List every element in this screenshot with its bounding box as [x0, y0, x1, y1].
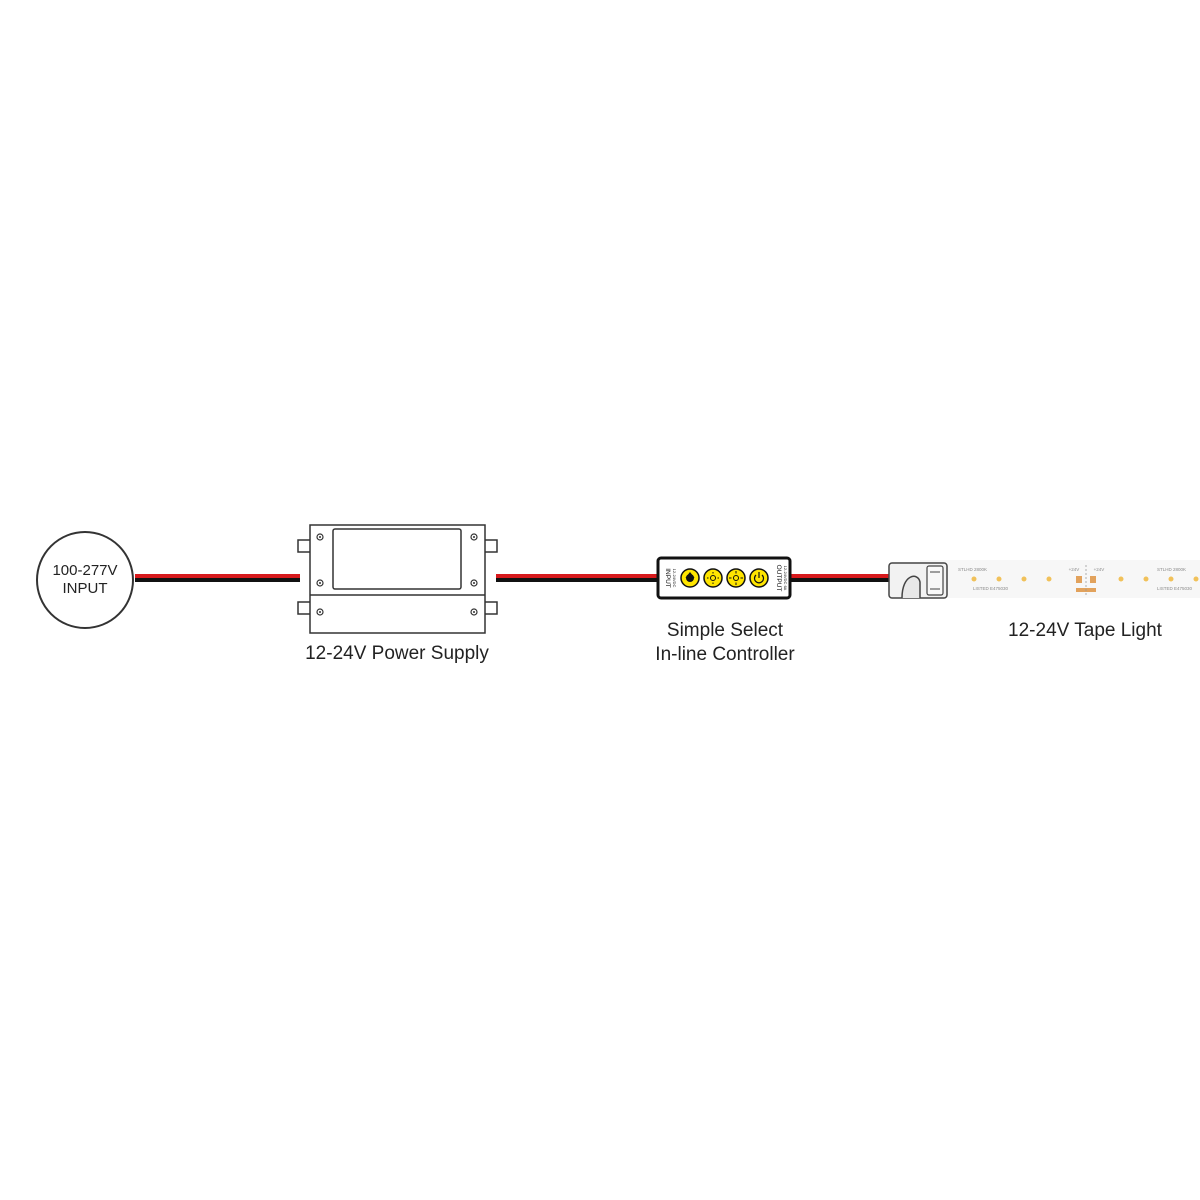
power-icon [753, 572, 765, 584]
tape-cut-label-right: +24V [1094, 567, 1105, 572]
controller-label-line2: In-line Controller [655, 644, 795, 665]
tape-print-bottom-2: LISTED E475030 [1157, 586, 1193, 591]
controller-label-line1: Simple Select [666, 620, 784, 641]
input-voltage-text: 100-277V [52, 562, 118, 579]
power-supply [297, 524, 498, 634]
input-voltage-label: 100-277V INPUT [42, 562, 128, 598]
power-button[interactable] [749, 568, 769, 588]
wire-controller-to-tape [790, 574, 890, 582]
cct-select-icon [685, 572, 695, 582]
tape-print-top-2: STLHD 2800K [1157, 567, 1186, 572]
tape-light-label: 12-24V Tape Light [1008, 620, 1162, 641]
controller-input-text: INPUT [664, 568, 671, 588]
tape-connector [888, 562, 948, 599]
input-text: INPUT [62, 580, 108, 597]
tape-print-bottom-1: LISTED E475030 [973, 586, 1009, 591]
inline-controller: INPUT 12-24VDC OUTPUT 12-24VDC 6A [656, 556, 792, 600]
wire-input-to-power-supply [135, 574, 300, 582]
tape-leds [971, 576, 1199, 582]
tape-cut-label-left: +24V [1069, 567, 1080, 572]
brightness-down-icon [707, 572, 719, 584]
controller-output-text: OUTPUT [775, 565, 782, 592]
tape-print-top-1: STLHD 2800K [958, 567, 987, 572]
brightness-up-button[interactable] [726, 568, 746, 588]
tape-cut-point: +24V +24V [1069, 565, 1105, 595]
brightness-up-icon [729, 571, 743, 585]
wire-power-supply-to-controller [496, 574, 658, 582]
brightness-down-button[interactable] [703, 568, 723, 588]
cct-select-button[interactable] [680, 568, 700, 588]
controller-input-subtext: 12-24VDC [672, 569, 677, 588]
controller-output-subtext: 12-24VDC 6A [783, 566, 788, 591]
controller-label: Simple Select In-line Controller [620, 619, 830, 667]
input-circle [36, 531, 134, 629]
power-supply-label: 12-24V Power Supply [305, 643, 489, 664]
tape-light: +24V +24V STLHD 2800K LISTED E475030 STL… [920, 560, 1200, 598]
